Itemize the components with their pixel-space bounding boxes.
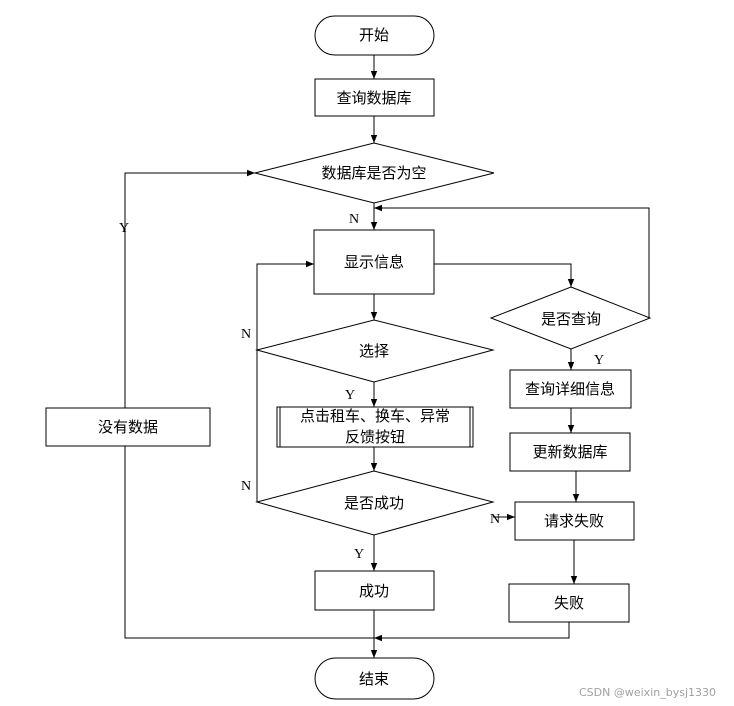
end-label: 结束 <box>359 670 389 688</box>
query-detail-node: 查询详细信息 <box>509 369 632 409</box>
show-info-label: 显示信息 <box>344 253 404 271</box>
label-success-no-right: N <box>490 512 500 527</box>
select-decision: 选择 <box>255 319 495 383</box>
db-empty-label: 数据库是否为空 <box>321 164 426 182</box>
is-query-decision: 是否查询 <box>489 286 652 350</box>
request-fail-node: 请求失败 <box>514 501 635 541</box>
label-db-empty-yes: Y <box>119 221 129 236</box>
request-fail-label: 请求失败 <box>544 512 604 530</box>
is-query-label: 是否查询 <box>541 310 601 328</box>
no-data-label: 没有数据 <box>98 418 158 436</box>
select-label: 选择 <box>359 342 389 360</box>
label-db-empty-no: N <box>349 212 359 227</box>
label-select-yes: Y <box>345 388 355 403</box>
edges <box>124 55 650 658</box>
success-node: 成功 <box>314 570 435 611</box>
label-select-no: N <box>241 327 251 342</box>
query-db-label: 查询数据库 <box>336 89 411 107</box>
success-label: 成功 <box>359 582 389 600</box>
edge-show-to-isquery <box>434 263 575 287</box>
edge-select-no-loop <box>256 260 314 350</box>
is-success-label: 是否成功 <box>344 494 404 512</box>
update-db-label: 更新数据库 <box>532 443 607 461</box>
show-info-node: 显示信息 <box>313 229 435 295</box>
query-db-node: 查询数据库 <box>314 78 435 117</box>
click-buttons-node: 点击租车、换车、异常 反馈按钮 <box>276 406 474 448</box>
db-empty-decision: 数据库是否为空 <box>254 142 495 204</box>
label-success-yes: Y <box>354 547 364 562</box>
edge-isquery-no-loop <box>374 204 650 318</box>
end-node: 结束 <box>314 657 435 700</box>
label-query-yes: Y <box>594 353 604 368</box>
fail-node: 失败 <box>508 583 630 623</box>
query-detail-label: 查询详细信息 <box>525 380 615 398</box>
fail-label: 失败 <box>554 594 584 612</box>
click-buttons-label-line1: 点击租车、换车、异常 <box>300 407 450 425</box>
edge-nodata-to-end <box>124 446 374 639</box>
no-data-node: 没有数据 <box>45 407 211 447</box>
start-node: 开始 <box>314 15 435 56</box>
label-success-no-left: N <box>241 479 251 494</box>
edge-dbempty-yes-to-nodata <box>124 172 255 408</box>
watermark: CSDN @weixin_bysj1330 <box>579 686 716 699</box>
is-success-decision: 是否成功 <box>255 470 495 536</box>
update-db-node: 更新数据库 <box>509 432 631 472</box>
edge-labels: Y N N Y N N Y Y <box>119 212 604 562</box>
click-buttons-label-line2: 反馈按钮 <box>345 428 405 446</box>
edge-fail-to-end <box>374 622 570 642</box>
start-label: 开始 <box>359 26 389 44</box>
